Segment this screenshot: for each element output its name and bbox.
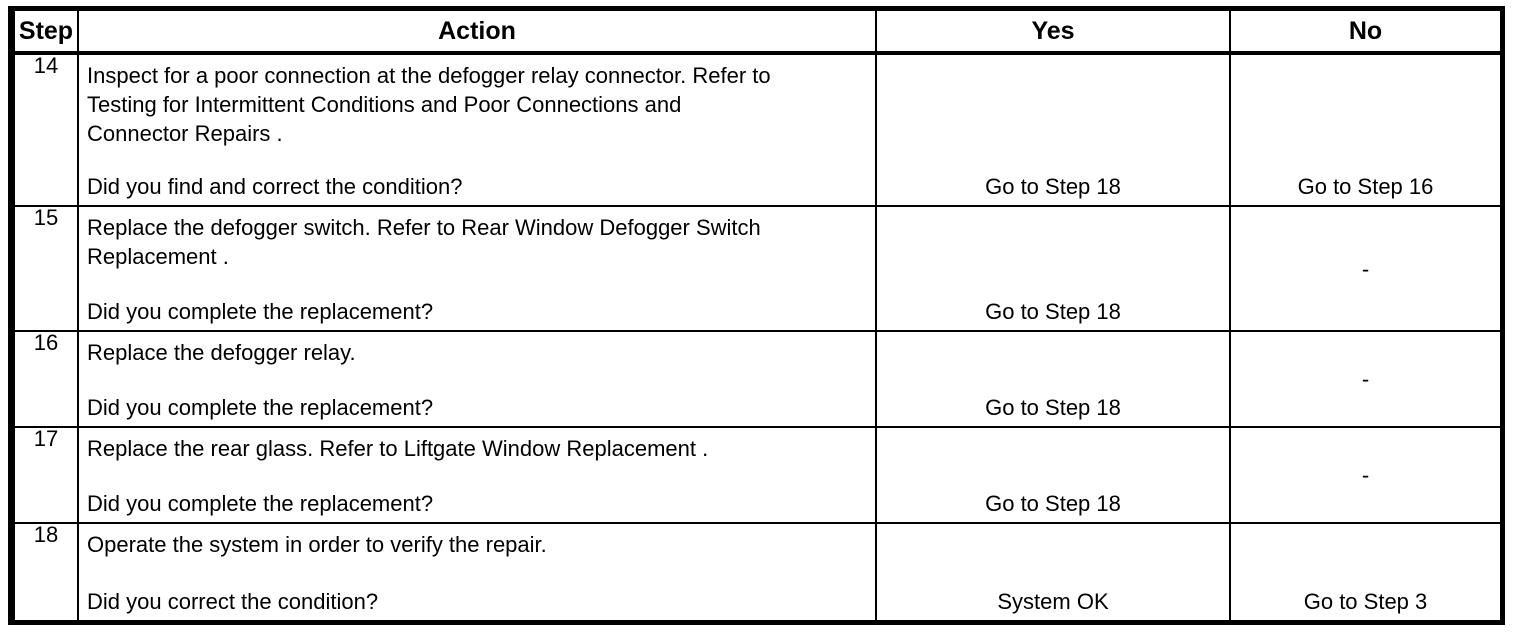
no-cell: - bbox=[1229, 426, 1502, 524]
yes-content: Go to Step 18 bbox=[877, 207, 1229, 330]
no-cell: Go to Step 16 bbox=[1229, 52, 1502, 207]
column-header-no: No bbox=[1229, 11, 1502, 55]
no-cell: - bbox=[1229, 330, 1502, 428]
step-number-cell: 16 bbox=[13, 330, 79, 428]
no-content: - bbox=[1231, 207, 1500, 330]
action-description: Inspect for a poor connection at the def… bbox=[87, 63, 771, 146]
yes-content: Go to Step 18 bbox=[877, 55, 1229, 205]
action-content: Operate the system in order to verify th… bbox=[79, 524, 875, 620]
no-result: - bbox=[1361, 256, 1370, 281]
diagnostic-table-frame: Step Action Yes No 14 Inspect for a poor… bbox=[8, 6, 1505, 625]
no-result: - bbox=[1361, 366, 1370, 392]
no-result: Go to Step 16 bbox=[1297, 174, 1434, 199]
table-header: Step Action Yes No bbox=[13, 11, 1502, 55]
action-content: Replace the defogger switch. Refer to Re… bbox=[79, 207, 875, 330]
no-cell: - bbox=[1229, 205, 1502, 332]
no-content: - bbox=[1231, 428, 1500, 522]
action-cell: Inspect for a poor connection at the def… bbox=[77, 52, 877, 207]
yes-content: System OK bbox=[877, 524, 1229, 620]
table-row: 18 Operate the system in order to verify… bbox=[13, 522, 1502, 620]
step-number-cell: 15 bbox=[13, 205, 79, 332]
action-description: Replace the defogger relay. bbox=[87, 340, 356, 365]
yes-result: System OK bbox=[997, 589, 1109, 614]
no-content: Go to Step 16 bbox=[1231, 55, 1500, 205]
action-content: Inspect for a poor connection at the def… bbox=[79, 55, 875, 205]
step-number-cell: 18 bbox=[13, 522, 79, 620]
diagnostic-table: Step Action Yes No 14 Inspect for a poor… bbox=[13, 11, 1502, 620]
table-row: 15 Replace the defogger switch. Refer to… bbox=[13, 205, 1502, 332]
action-cell: Replace the defogger switch. Refer to Re… bbox=[77, 205, 877, 332]
action-description: Replace the rear glass. Refer to Liftgat… bbox=[87, 436, 709, 461]
yes-content: Go to Step 18 bbox=[877, 428, 1229, 522]
yes-cell: Go to Step 18 bbox=[875, 52, 1231, 207]
action-content: Replace the rear glass. Refer to Liftgat… bbox=[79, 428, 875, 522]
step-number-cell: 14 bbox=[13, 52, 79, 207]
no-cell: Go to Step 3 bbox=[1229, 522, 1502, 620]
no-result: - bbox=[1361, 462, 1370, 488]
action-content: Replace the defogger relay. Did you comp… bbox=[79, 332, 875, 426]
action-cell: Operate the system in order to verify th… bbox=[77, 522, 877, 620]
yes-result: Go to Step 18 bbox=[985, 395, 1121, 420]
yes-content: Go to Step 18 bbox=[877, 332, 1229, 426]
action-description: Operate the system in order to verify th… bbox=[87, 532, 547, 557]
yes-result: Go to Step 18 bbox=[985, 491, 1121, 516]
column-header-step: Step bbox=[13, 11, 79, 55]
column-header-yes: Yes bbox=[875, 11, 1231, 55]
yes-cell: Go to Step 18 bbox=[875, 330, 1231, 428]
table-row: 17 Replace the rear glass. Refer to Lift… bbox=[13, 426, 1502, 524]
column-header-action: Action bbox=[77, 11, 877, 55]
yes-result: Go to Step 18 bbox=[985, 299, 1121, 324]
header-row: Step Action Yes No bbox=[13, 11, 1502, 55]
step-number-cell: 17 bbox=[13, 426, 79, 524]
action-cell: Replace the defogger relay. Did you comp… bbox=[77, 330, 877, 428]
no-result: Go to Step 3 bbox=[1303, 589, 1428, 614]
action-question: Did you complete the replacement? bbox=[87, 299, 434, 324]
table-row: 14 Inspect for a poor connection at the … bbox=[13, 52, 1502, 207]
yes-cell: System OK bbox=[875, 522, 1231, 620]
action-question: Did you find and correct the condition? bbox=[87, 174, 463, 199]
action-cell: Replace the rear glass. Refer to Liftgat… bbox=[77, 426, 877, 524]
action-description: Replace the defogger switch. Refer to Re… bbox=[87, 215, 761, 269]
table-body: 14 Inspect for a poor connection at the … bbox=[13, 52, 1502, 620]
no-content: - bbox=[1231, 332, 1500, 426]
yes-cell: Go to Step 18 bbox=[875, 426, 1231, 524]
table-row: 16 Replace the defogger relay. Did you c… bbox=[13, 330, 1502, 428]
no-content: Go to Step 3 bbox=[1231, 524, 1500, 620]
yes-result: Go to Step 18 bbox=[985, 174, 1121, 199]
action-question: Did you complete the replacement? bbox=[87, 491, 434, 516]
action-question: Did you correct the condition? bbox=[87, 589, 379, 614]
action-question: Did you complete the replacement? bbox=[87, 395, 434, 420]
yes-cell: Go to Step 18 bbox=[875, 205, 1231, 332]
